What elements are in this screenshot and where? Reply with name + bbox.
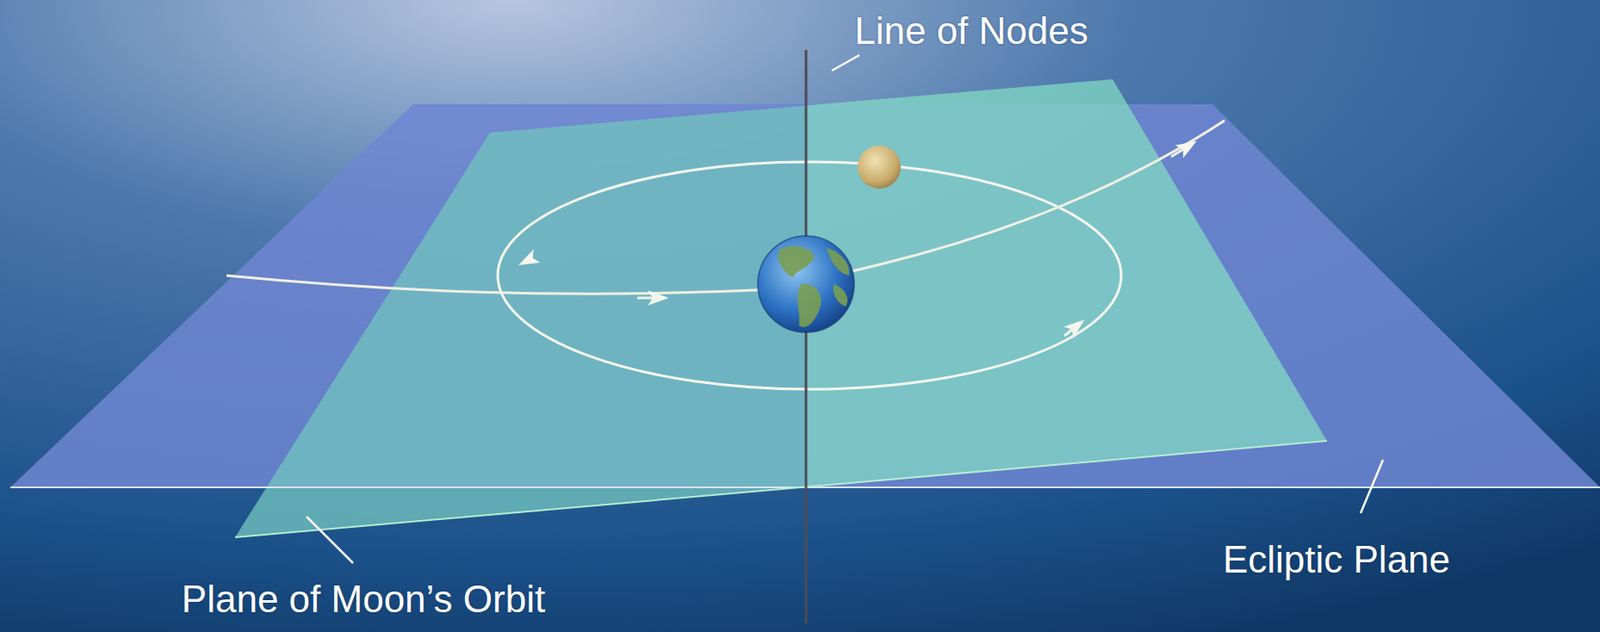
plane-label: Plane of Moon’s Orbit [181, 578, 546, 621]
leader-line [831, 55, 860, 71]
moon-plane-edge [235, 440, 1328, 538]
moon-orbit [497, 161, 1122, 390]
plane-label: Ecliptic Plane [1222, 539, 1451, 581]
moon-orbit-plane [235, 79, 1328, 538]
earth [757, 235, 855, 333]
orbit-arrow [1064, 322, 1082, 336]
earth-path-arrow [1171, 142, 1194, 157]
earth-path [226, 275, 776, 294]
leader-line [1360, 459, 1383, 514]
earth-path-arrow [637, 297, 665, 300]
plane-label: Line of Nodes [854, 10, 1089, 52]
moon [857, 145, 901, 189]
earth-path [839, 120, 1225, 274]
moon-plane-shade [235, 105, 807, 538]
leader-line [306, 516, 354, 564]
line-of-nodes [805, 49, 808, 624]
orbit-arrow [521, 258, 533, 264]
